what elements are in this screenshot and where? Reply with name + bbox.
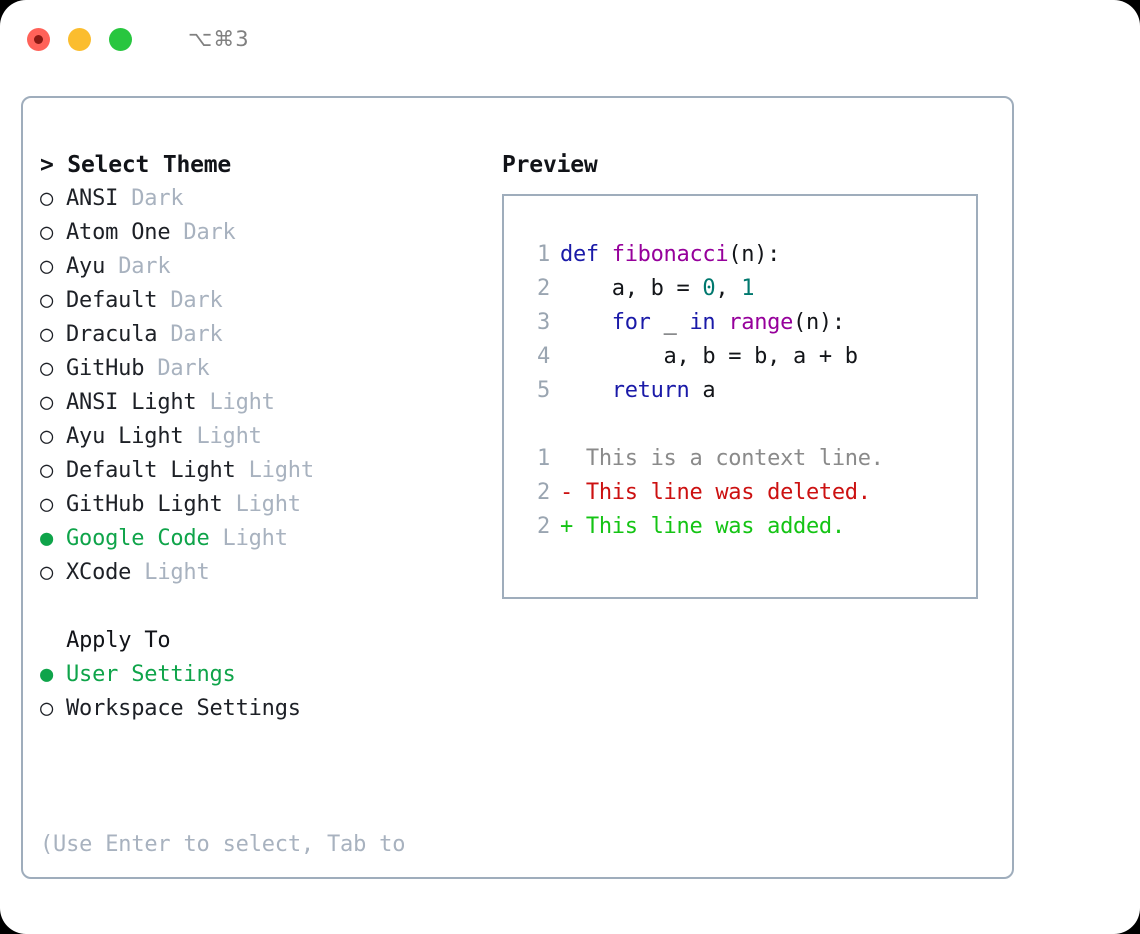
line-number: 4 <box>537 344 550 369</box>
line-number: 1 <box>537 242 550 267</box>
title-bar: ⌥⌘3 <box>0 0 1140 78</box>
radio-marker-icon: ○ <box>40 424 54 449</box>
radio-marker-icon: ○ <box>40 492 54 517</box>
line-number: 2 <box>537 276 550 301</box>
radio-marker-icon: ● <box>40 526 54 551</box>
theme-option-xcode-light[interactable]: ○XCode Light <box>40 556 490 590</box>
zoom-button-icon[interactable] <box>109 27 132 51</box>
code-line: 2 a, b = 0, 1 <box>522 272 970 306</box>
radio-marker-icon: ○ <box>40 696 54 721</box>
theme-option-default-dark[interactable]: ○Default Dark <box>40 284 490 318</box>
panel-columns: > Select Theme ○ANSI Dark ○Atom One Dark… <box>23 98 1012 877</box>
radio-marker-icon: ○ <box>40 254 54 279</box>
theme-option-ayu-dark[interactable]: ○Ayu Dark <box>40 250 490 284</box>
radio-marker-icon: ○ <box>40 458 54 483</box>
traffic-light-group <box>27 27 132 51</box>
code-line: 5 return a <box>522 374 970 408</box>
theme-option-dracula-dark[interactable]: ○Dracula Dark <box>40 318 490 352</box>
radio-marker-icon: ○ <box>40 560 54 585</box>
radio-marker-icon: ○ <box>40 288 54 313</box>
theme-option-default-light[interactable]: ○Default Light Light <box>40 454 490 488</box>
radio-marker-icon: ● <box>40 662 54 687</box>
theme-picker-column: > Select Theme ○ANSI Dark ○Atom One Dark… <box>40 148 490 934</box>
apply-to-option-user-settings[interactable]: ●User Settings <box>40 658 490 692</box>
theme-option-meta <box>118 186 131 211</box>
line-number: 1 <box>537 446 550 471</box>
theme-option-github-light[interactable]: ○GitHub Light Light <box>40 488 490 522</box>
radio-marker-icon: ○ <box>40 390 54 415</box>
line-number: 2 <box>537 514 550 539</box>
main-panel: > Select Theme ○ANSI Dark ○Atom One Dark… <box>21 96 1014 879</box>
code-line: 3 for _ in range(n): <box>522 306 970 340</box>
keyboard-shortcut-label: ⌥⌘3 <box>188 27 250 51</box>
code-blank-line <box>522 408 970 442</box>
code-line: 4 a, b = b, a + b <box>522 340 970 374</box>
select-theme-header: > Select Theme <box>40 152 232 178</box>
apply-to-header: Apply To <box>40 628 171 653</box>
theme-option-atom-one-dark[interactable]: ○Atom One Dark <box>40 216 490 250</box>
theme-option-google-code-light[interactable]: ●Google Code Light <box>40 522 490 556</box>
theme-option-github-dark[interactable]: ○GitHub Dark <box>40 352 490 386</box>
theme-option-ansi-light[interactable]: ○ANSI Light Light <box>40 386 490 420</box>
diff-line-context: 1 This is a context line. <box>522 442 970 476</box>
keyboard-hint-line-1: (Use Enter to select, Tab to <box>40 832 406 857</box>
line-number: 3 <box>537 310 550 335</box>
theme-option-ayu-light[interactable]: ○Ayu Light Light <box>40 420 490 454</box>
preview-header: Preview <box>502 152 598 178</box>
radio-marker-icon: ○ <box>40 186 54 211</box>
diff-line-deleted: 2- This line was deleted. <box>522 476 970 510</box>
apply-to-option-workspace-settings[interactable]: ○Workspace Settings <box>40 692 490 726</box>
radio-marker-icon: ○ <box>40 220 54 245</box>
theme-option-ansi-dark[interactable]: ○ANSI Dark <box>40 182 490 216</box>
line-number: 2 <box>537 480 550 505</box>
radio-marker-icon: ○ <box>40 322 54 347</box>
minimize-button-icon[interactable] <box>68 27 91 51</box>
close-button-icon[interactable] <box>27 27 50 51</box>
radio-marker-icon: ○ <box>40 356 54 381</box>
diff-line-added: 2+ This line was added. <box>522 510 970 544</box>
line-number: 5 <box>537 378 550 403</box>
keyboard-hint: (Use Enter to select, Tab to change focu… <box>40 760 490 934</box>
keyboard-hint-line-2: change focus) <box>40 930 490 934</box>
list-spacer <box>40 590 490 624</box>
